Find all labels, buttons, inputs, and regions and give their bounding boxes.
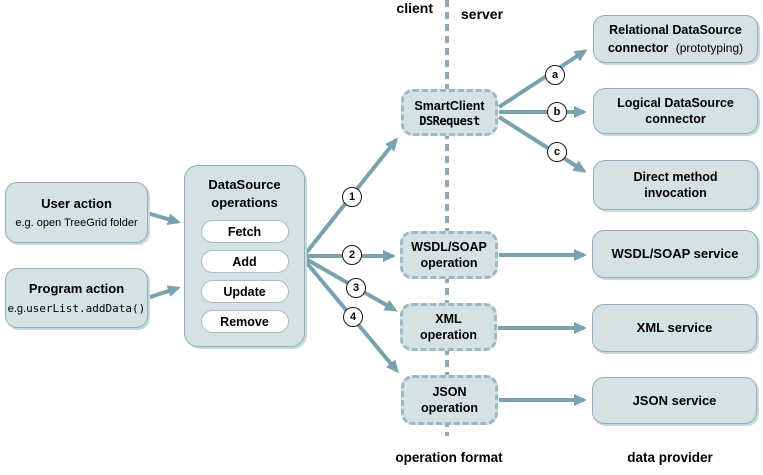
xml-operation-box: XML operation — [400, 303, 497, 351]
json-operation-box: JSON operation — [401, 375, 498, 425]
wsdl-operation-title: WSDL/SOAP — [411, 240, 487, 254]
program-action-code: userList.addData() — [26, 301, 146, 315]
wsdl-service-title: WSDL/SOAP service — [611, 246, 739, 261]
wsdl-operation-subtitle: operation — [420, 256, 478, 270]
add-operation: Add — [200, 250, 289, 273]
xml-operation-title: XML — [435, 312, 462, 326]
user-action-title: User action — [41, 195, 112, 211]
logical-connector-line2: connector — [645, 112, 706, 126]
xml-operation-subtitle: operation — [420, 328, 477, 342]
step-1-marker: 1 — [342, 187, 362, 207]
program-action-box: Program action e.g.userList.addData() — [5, 268, 148, 328]
user-action-box: User action e.g. open TreeGrid folder — [5, 182, 148, 243]
program-action-title: Program action — [28, 280, 125, 296]
program-action-example: e.g.userList.addData() — [7, 301, 146, 315]
relational-connector-note: (prototyping) — [675, 41, 744, 55]
user-action-example: e.g. open TreeGrid folder — [15, 216, 138, 229]
smartclient-dsrequest-box: SmartClient DSRequest — [401, 89, 498, 136]
xml-service-title: XML service — [636, 320, 713, 335]
server-zone-label: server — [461, 6, 504, 22]
json-service-box: JSON service — [592, 377, 757, 424]
update-operation: Update — [200, 280, 289, 303]
direct-invocation-line2: invocation — [644, 186, 707, 200]
wsdl-soap-service-box: WSDL/SOAP service — [592, 230, 758, 278]
relational-connector-line2: connector — [607, 41, 669, 55]
json-service-title: JSON service — [632, 392, 717, 408]
connector-c-marker: c — [547, 142, 567, 162]
direct-invocation-line1: Direct method — [633, 170, 718, 184]
direct-invocation-box: Direct method invocation — [593, 160, 758, 210]
data-provider-label: data provider — [627, 450, 713, 465]
operation-format-label: operation format — [395, 450, 503, 465]
datasource-operations-title: DataSource operations — [208, 177, 281, 210]
logical-connector-box: Logical DataSource connector — [593, 88, 758, 134]
smartclient-title: SmartClient — [414, 98, 485, 113]
remove-operation: Remove — [200, 310, 289, 333]
step-2-marker: 2 — [342, 245, 362, 265]
wsdl-soap-operation-box: WSDL/SOAP operation — [400, 231, 498, 279]
connector-b-marker: b — [547, 102, 567, 122]
json-operation-title: JSON — [432, 385, 467, 399]
logical-connector-line1: Logical DataSource — [617, 96, 734, 110]
client-zone-label: client — [396, 0, 433, 16]
datasource-operations-box: DataSource operations Fetch Add Update R… — [184, 165, 305, 347]
json-operation-subtitle: operation — [421, 401, 478, 415]
connector-a-marker: a — [545, 65, 565, 85]
relational-connector-line1: Relational DataSource — [609, 23, 742, 37]
step-3-marker: 3 — [346, 278, 366, 298]
xml-service-box: XML service — [592, 304, 757, 352]
dsrequest-label: DSRequest — [419, 113, 480, 128]
step-4-marker: 4 — [343, 307, 363, 327]
relational-connector-box: Relational DataSource connector (prototy… — [593, 15, 758, 63]
fetch-operation: Fetch — [200, 220, 289, 243]
